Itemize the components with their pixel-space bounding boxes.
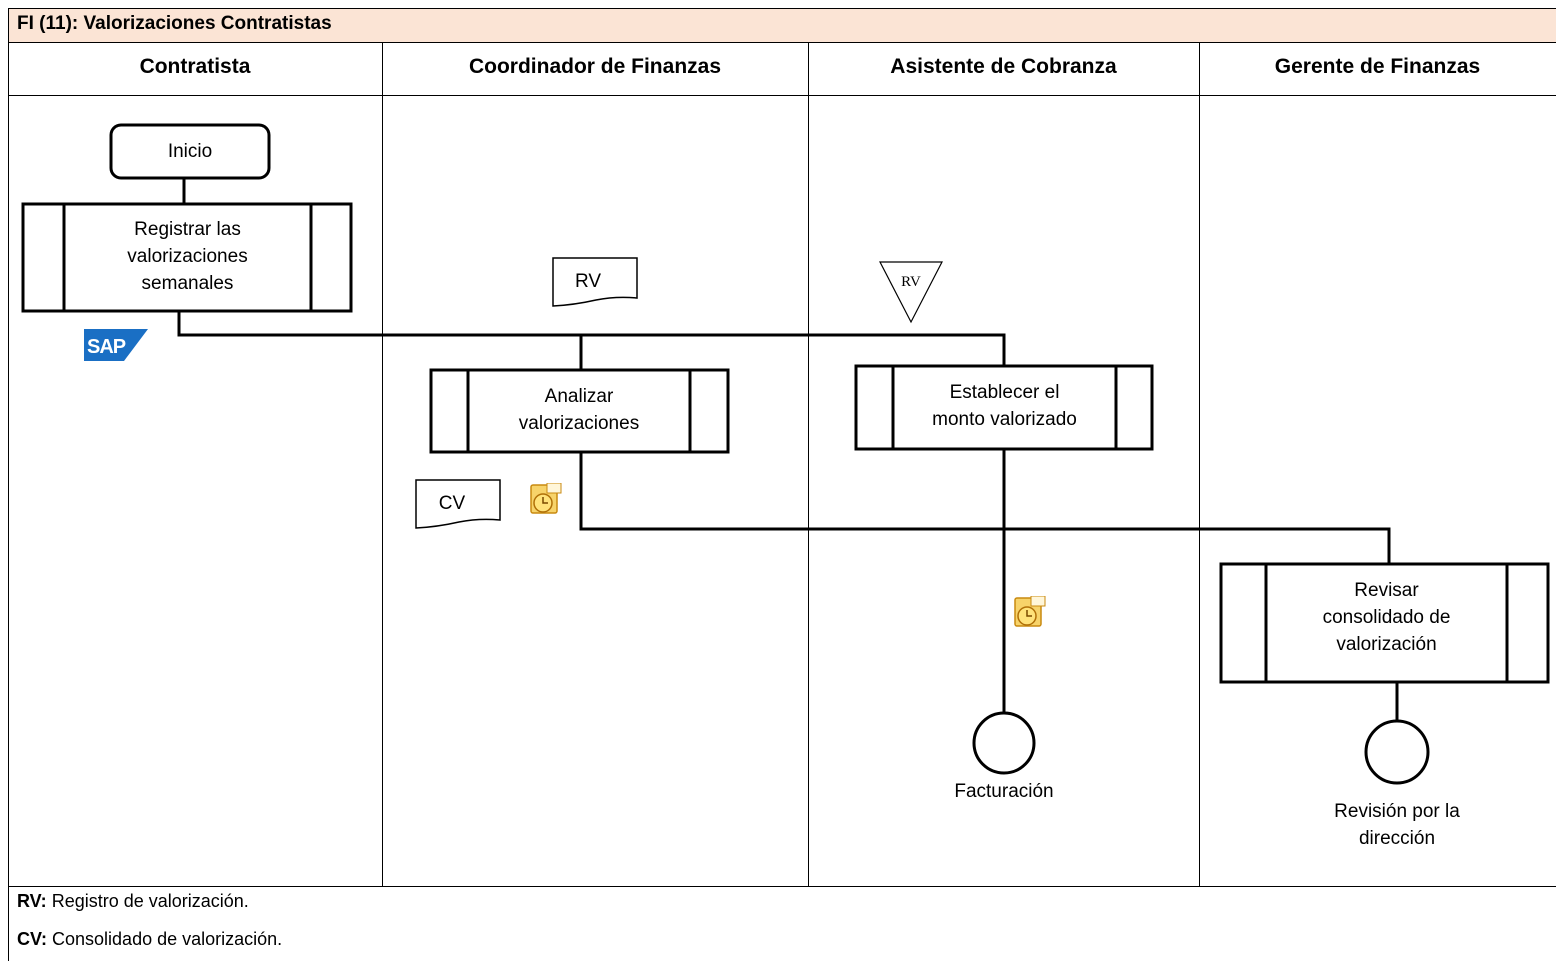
label-document-rv: RV [574, 271, 602, 292]
connector-registrar-branch [177, 311, 1006, 370]
title-bar [8, 8, 1556, 43]
storage-triangle-rv [879, 261, 943, 324]
process-revisar [1219, 562, 1550, 684]
frame-top [8, 8, 1556, 9]
lane-header-asistente: Asistente de Cobranza [890, 55, 1117, 78]
label-end-revision: Revisión por la dirección [1334, 801, 1460, 849]
label-inicio: Inicio [167, 141, 213, 162]
label-document-cv: CV [438, 493, 466, 514]
process-registrar [21, 202, 353, 313]
document-rv [552, 257, 638, 307]
lane-divider-3 [1199, 42, 1200, 886]
outlook-email-icon [1014, 596, 1046, 627]
svg-text:SAP: SAP [87, 336, 126, 358]
end-node-revision [1364, 719, 1430, 785]
lane-header-contratista: Contratista [139, 55, 251, 78]
start-node-inicio [109, 123, 271, 180]
label-analizar: Analizar valorizaciones [518, 386, 640, 434]
lane-divider-2 [808, 42, 809, 886]
label-registrar: Registrar las valorizaciones semanales [127, 219, 248, 294]
label-establecer: Establecer el monto valorizado [932, 382, 1077, 430]
document-cv [415, 479, 501, 529]
lane-header-gerente: Gerente de Finanzas [1274, 55, 1481, 78]
end-node-facturacion [972, 711, 1036, 775]
sap-logo-icon: SAP [84, 329, 148, 361]
legend-cv: CV: Consolidado de valorización. [17, 929, 283, 949]
legend-rv: RV: Registro de valorización. [17, 891, 249, 911]
diagram-title: FI (11): Valorizaciones Contratistas [17, 13, 332, 34]
lane-header-coordinador: Coordinador de Finanzas [468, 55, 722, 78]
process-analizar [429, 368, 730, 454]
process-establecer [854, 364, 1154, 451]
connector-analizar-revisar [579, 452, 1391, 564]
header-bottom [8, 95, 1556, 96]
label-revisar: Revisar consolidado de valorización [1322, 580, 1451, 655]
outlook-email-icon [530, 483, 562, 514]
lane-divider-1 [382, 42, 383, 886]
label-storage-rv: RV [901, 274, 921, 290]
label-end-facturacion: Facturación [954, 781, 1054, 802]
lanes-bottom [8, 886, 1556, 887]
frame-left [8, 8, 9, 961]
